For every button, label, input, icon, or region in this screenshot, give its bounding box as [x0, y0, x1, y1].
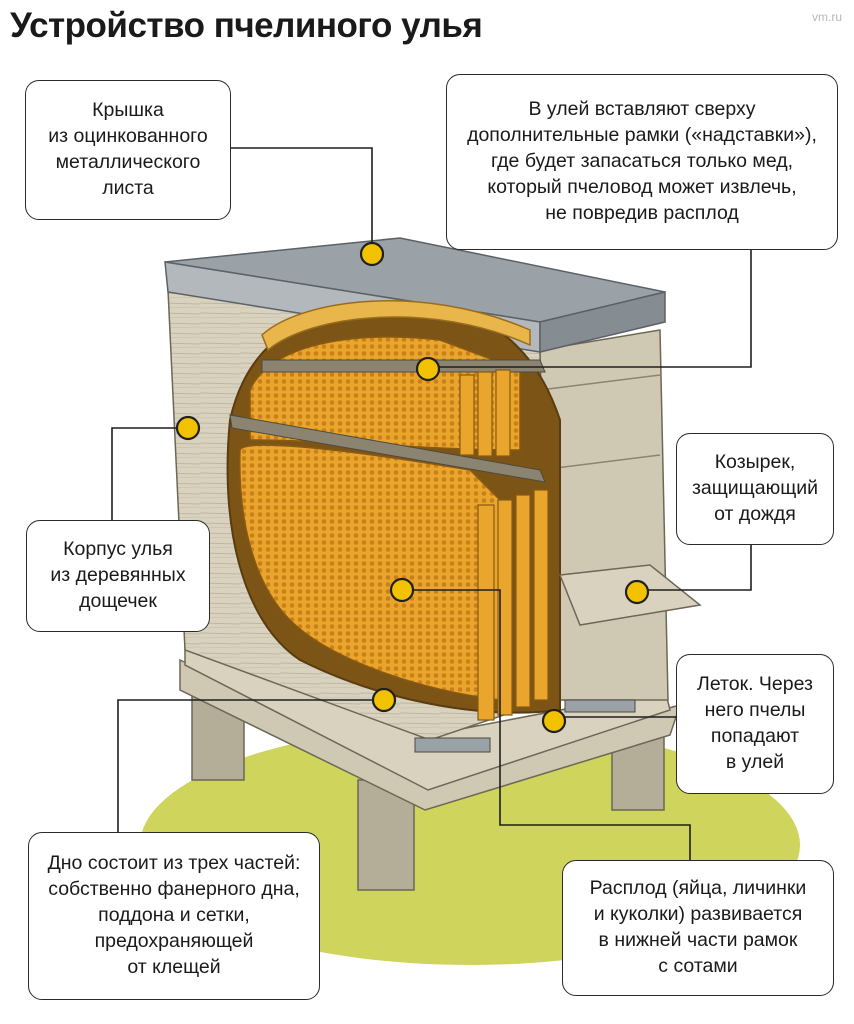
marker-body — [175, 415, 201, 441]
connector-bottom — [117, 699, 383, 832]
watermark: vm.ru — [812, 10, 842, 24]
callout-line: Дно состоит из трех частей: — [47, 852, 301, 875]
callout-bottom: Дно состоит из трех частей: собственно ф… — [28, 832, 320, 1000]
marker-bottom — [371, 687, 397, 713]
marker-brood — [389, 577, 415, 603]
callout-line: из оцинкованного — [48, 125, 208, 148]
marker-visor — [624, 579, 650, 605]
frame-vertical-7 — [495, 369, 511, 457]
inner-cover — [261, 300, 531, 352]
marker-entrance — [541, 708, 567, 734]
callout-line: Крышка — [92, 99, 164, 122]
callout-line: из деревянных — [50, 564, 186, 587]
callout-line: от клещей — [127, 955, 221, 978]
frame-vertical-4 — [533, 489, 549, 701]
marker-roof — [359, 241, 385, 267]
callout-line: в нижней части рамок — [598, 929, 798, 951]
callout-line: Леток. Через — [697, 673, 813, 696]
callout-line: где будет запасаться только мед, — [490, 150, 794, 173]
callout-brood: Расплод (яйца, личинки и куколки) развив… — [562, 860, 834, 996]
marker-supers — [415, 356, 441, 382]
frame-vertical-2 — [497, 499, 513, 716]
callout-line: который пчеловод может извлечь, — [487, 175, 797, 198]
connector-brood — [404, 589, 691, 860]
frame-top-bars — [261, 359, 546, 373]
callout-line: и куколки) развивается — [593, 903, 803, 926]
callout-line: него пчелы — [704, 699, 806, 722]
roof-side — [539, 291, 666, 353]
callout-line: предохраняющей — [94, 929, 254, 952]
callout-body: Корпус улья из деревянных дощечек — [26, 520, 210, 632]
connector-visor — [638, 545, 752, 591]
callout-roof: Крышка из оцинкованного металлического л… — [25, 80, 231, 220]
callout-line: не повредив расплод — [545, 201, 739, 224]
callout-line: дощечек — [79, 589, 157, 612]
honeycomb-frame-main — [239, 444, 501, 701]
super-top-bars — [229, 414, 546, 483]
callout-line: от дождя — [714, 502, 796, 525]
frame-vertical-3 — [515, 494, 531, 708]
callout-line: Корпус улья — [63, 538, 173, 561]
callout-visor: Козырек, защищающий от дождя — [676, 433, 834, 545]
callout-line: дополнительные рамки («надставки»), — [467, 124, 817, 147]
callout-line: поддона и сетки, — [98, 904, 250, 927]
connector-supers — [428, 248, 752, 368]
connector-body — [111, 427, 186, 520]
callout-line: попадают — [710, 725, 800, 747]
callout-line: в улей — [725, 750, 785, 773]
callout-line: Козырек, — [714, 451, 796, 474]
callout-line: защищающий — [691, 477, 819, 500]
page-title: Устройство пчелиного улья — [10, 6, 483, 45]
callout-line: В улей вставляют сверху — [528, 98, 756, 121]
frame-vertical-6 — [477, 371, 493, 457]
callout-line: с сотами — [658, 954, 738, 977]
connector-roof — [231, 147, 373, 252]
frame-vertical-5 — [459, 374, 475, 456]
callout-line: металлического — [55, 151, 201, 173]
entrance-slot-front — [414, 737, 491, 753]
frame-vertical-1 — [477, 504, 495, 721]
callout-line: Расплод (яйца, личинки — [589, 877, 807, 900]
callout-line: листа — [102, 176, 154, 199]
callout-entrance: Леток. Через него пчелы попадают в улей — [676, 654, 834, 794]
callout-line: собственно фанерного дна, — [48, 878, 300, 901]
callout-supers: В улей вставляют сверху дополнительные р… — [446, 74, 838, 250]
entrance-slot-side — [564, 699, 636, 713]
